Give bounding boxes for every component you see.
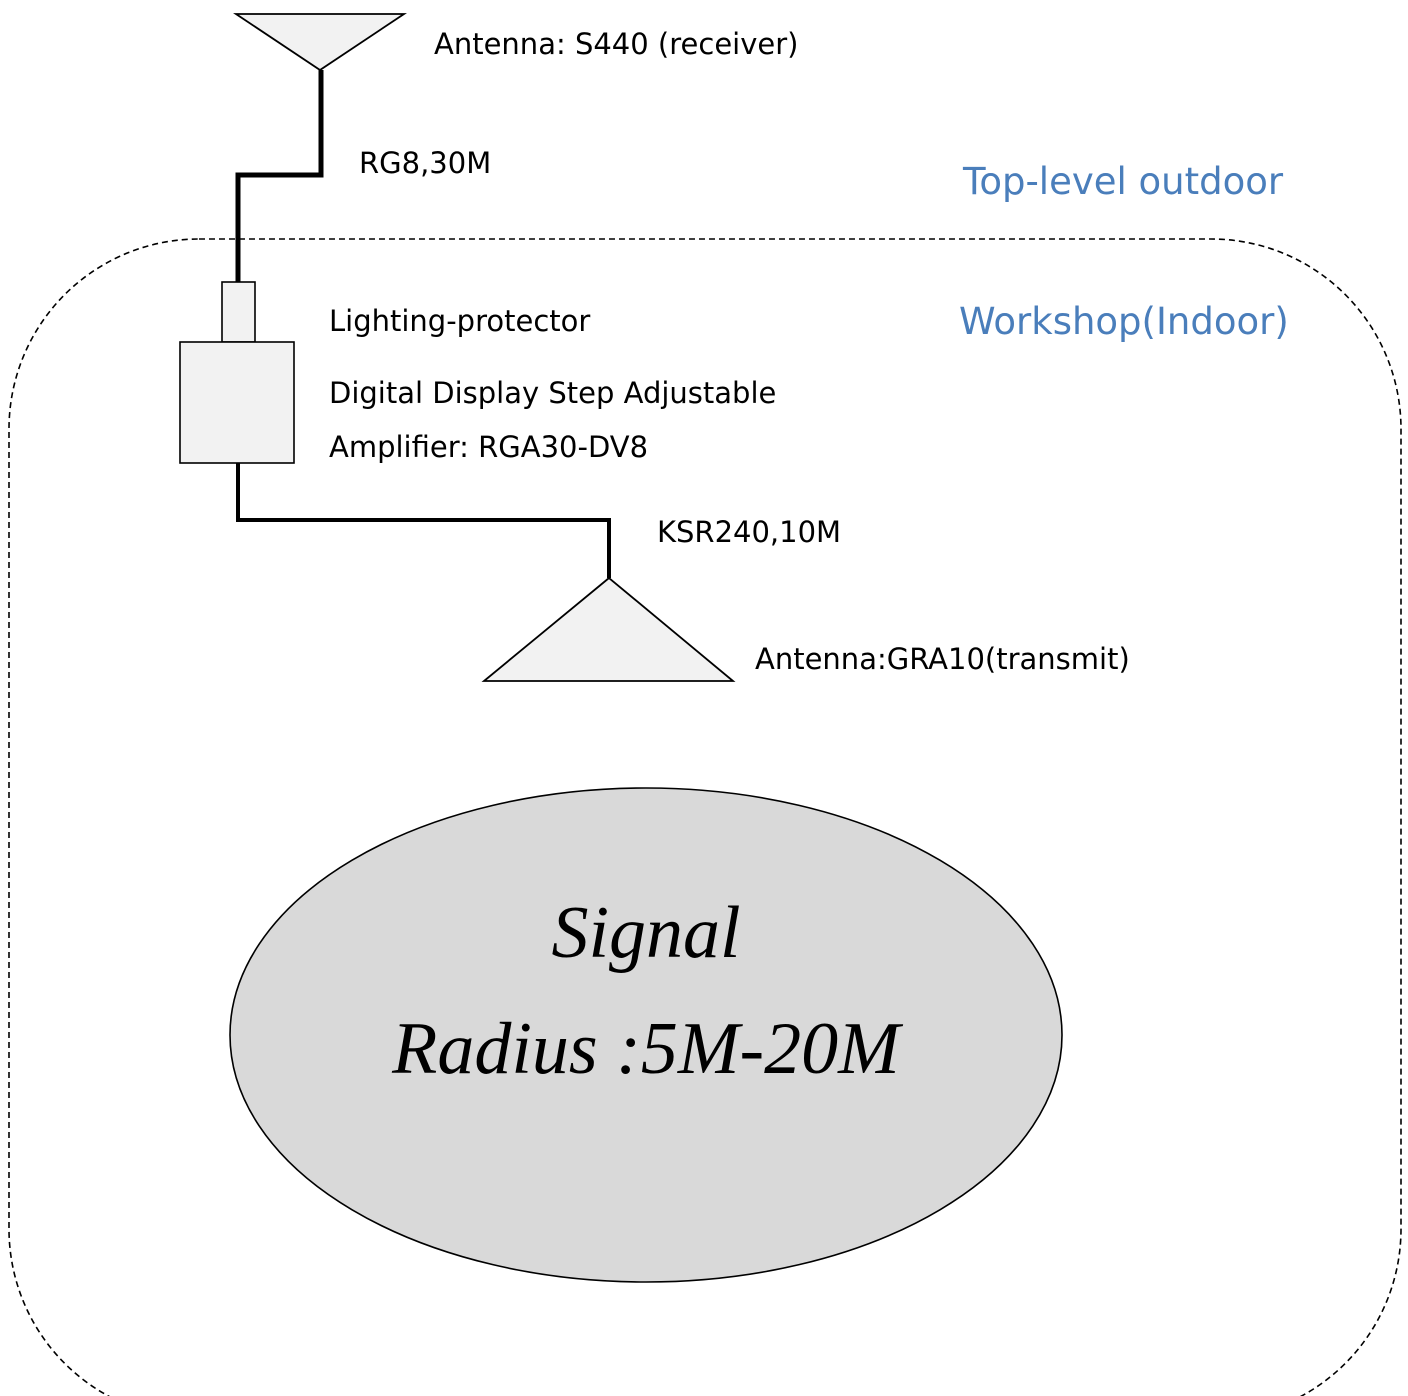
lightning-protector-icon — [221, 281, 256, 343]
zone-label-outdoor: Top-level outdoor — [963, 160, 1284, 203]
signal-title: Signal — [551, 892, 741, 974]
indoor-boundary — [8, 238, 1402, 1396]
cable-bottom-line — [236, 463, 611, 578]
cable-top-label: RG8,30M — [359, 146, 492, 180]
amplifier-label-line2: Amplifier: RGA30-DV8 — [329, 430, 649, 464]
amplifier-box — [179, 341, 295, 464]
transmit-antenna-icon — [481, 576, 736, 682]
lightning-protector-label: Lighting-protector — [329, 304, 591, 338]
transmit-antenna-label: Antenna:GRA10(transmit) — [755, 642, 1130, 676]
amplifier-label-line1: Digital Display Step Adjustable — [329, 376, 777, 410]
signal-radius: Radius :5M-20M — [392, 1008, 900, 1090]
receiver-antenna-label: Antenna: S440 (receiver) — [434, 27, 799, 61]
receiver-antenna-icon — [233, 13, 407, 72]
cable-top-line — [235, 70, 324, 282]
signal-coverage-ellipse — [229, 787, 1063, 1283]
zone-label-indoor: Workshop(Indoor) — [959, 300, 1289, 343]
cable-bottom-label: KSR240,10M — [657, 515, 842, 549]
